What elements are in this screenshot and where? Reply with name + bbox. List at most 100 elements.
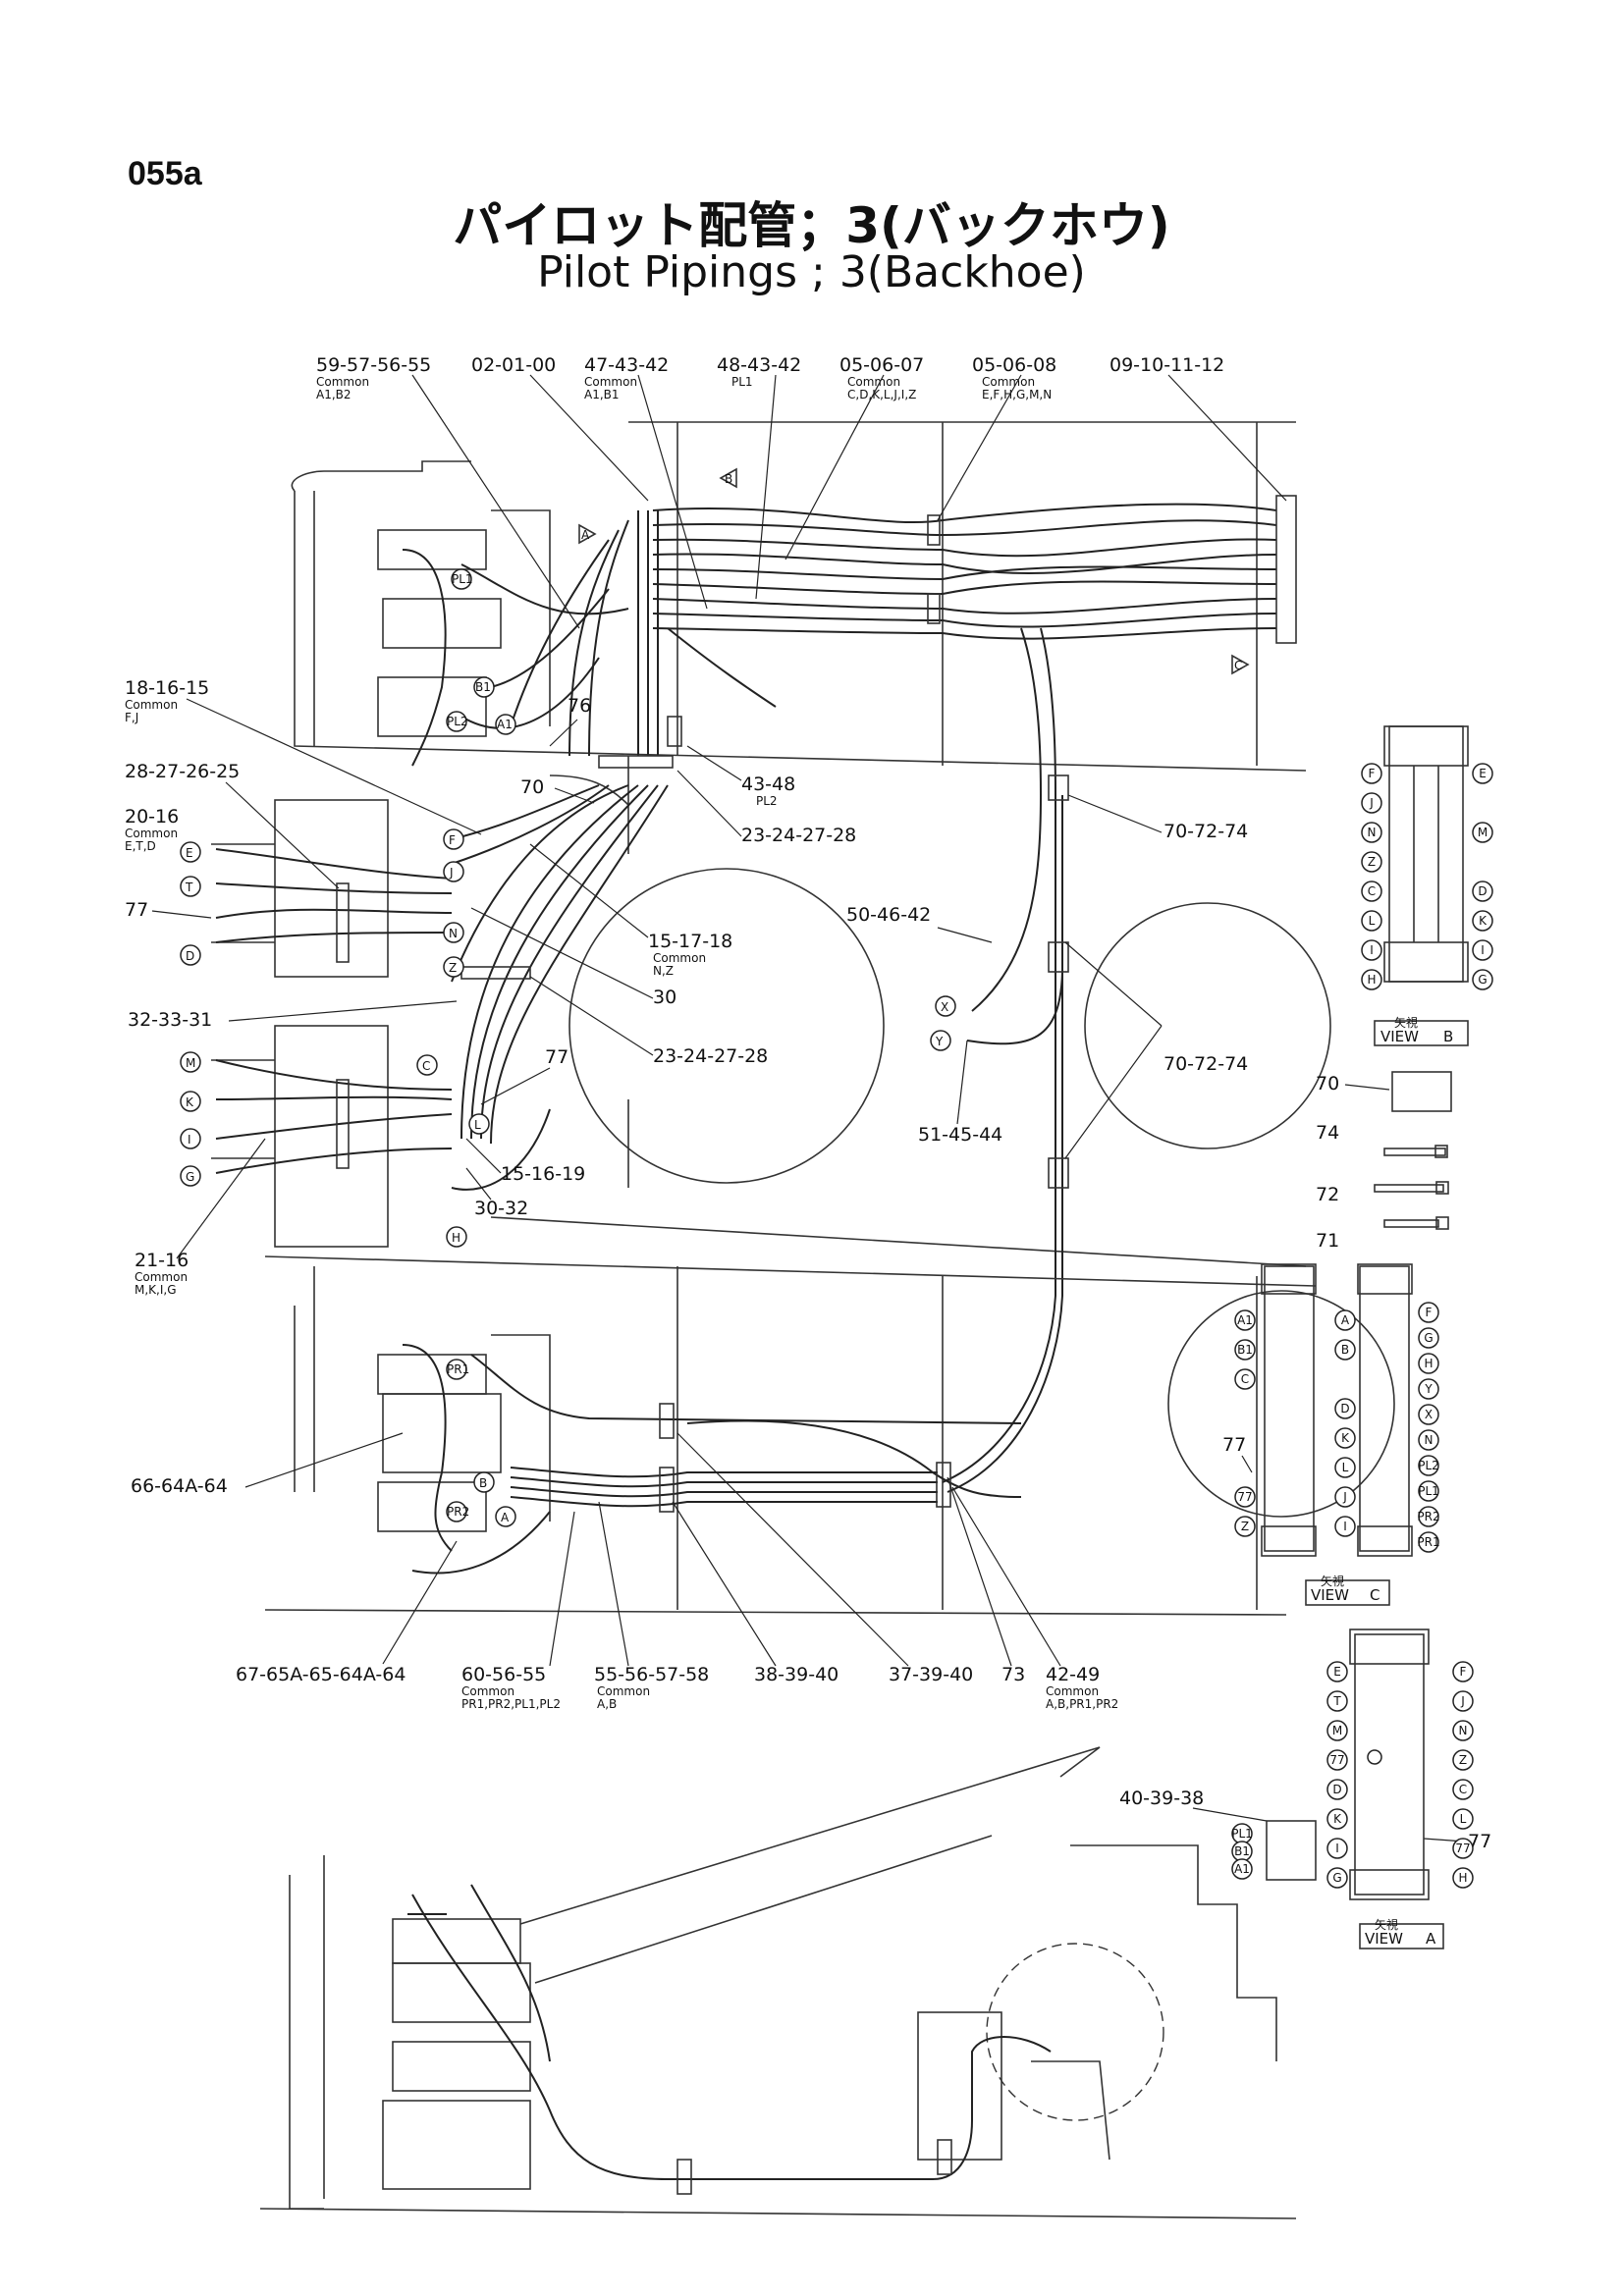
view-a-left-port-label-2: M: [1332, 1724, 1342, 1737]
view-b-panel: [1383, 725, 1469, 983]
title-english: Pilot Pipings ; 3(Backhoe): [537, 247, 1086, 297]
port-pl2-top: PL2: [447, 715, 468, 728]
svg-text:Common: Common: [316, 375, 369, 389]
view-a-letter: A: [1426, 1930, 1436, 1948]
view-c-right2-port-marker-0: [1418, 1302, 1439, 1323]
view-c-right2-port-label-1: G: [1424, 1331, 1433, 1345]
view-a-right-port-label-2: N: [1459, 1724, 1468, 1737]
callout-23-24-27-28-a: 23-24-27-28: [741, 825, 856, 846]
view-b-right-port-marker-4: [1472, 881, 1493, 902]
view-a-right-port-marker-6: [1452, 1838, 1474, 1859]
pipe-bundle-top: [652, 503, 1277, 640]
view-b-left-port-label-2: N: [1368, 826, 1377, 839]
view-b-left-port-marker-5: [1361, 910, 1382, 932]
callout-05-06-07: 05-06-07: [839, 354, 924, 376]
view-c-right2-port-marker-3: [1418, 1378, 1439, 1400]
view-c-label: VIEW: [1311, 1586, 1349, 1604]
svg-text:A1,B2: A1,B2: [316, 388, 352, 401]
callout-37-39-40: 37-39-40: [889, 1664, 973, 1685]
middle-callouts: 18-16-15 Common F,J 28-27-26-25 20-16 Co…: [125, 677, 1248, 1297]
view-c-right2-port-marker-5: [1418, 1429, 1439, 1451]
view-a-right-port-label-0: F: [1460, 1665, 1467, 1679]
callout-77-a: 77: [125, 899, 148, 921]
view-c-right2-port-label-2: H: [1424, 1357, 1433, 1370]
callout-48-43-42: 48-43-42: [717, 354, 801, 376]
svg-text:A,B,PR1,PR2: A,B,PR1,PR2: [1046, 1697, 1118, 1711]
view-c-left-port-label-0: A1: [1237, 1313, 1253, 1327]
view-b-left-port-marker-3: [1361, 851, 1382, 873]
view-c-left-port-marker-6: [1234, 1486, 1256, 1508]
view-c-left-port-label-1: B1: [1237, 1343, 1253, 1357]
callout-32-33-31: 32-33-31: [128, 1009, 212, 1031]
port-a-lower: A: [501, 1511, 510, 1524]
block-40-39-38: [1266, 1820, 1317, 1881]
svg-text:Common: Common: [584, 375, 637, 389]
view-b-left-port-marker-4: [1361, 881, 1382, 902]
callout-02-01-00: 02-01-00: [471, 354, 556, 376]
parts-legend: 70 74 72 71: [1316, 1071, 1452, 1252]
view-c-right-port-marker-6: [1334, 1486, 1356, 1508]
view-a-right-port-label-6: 77: [1455, 1842, 1470, 1855]
view-c-right-port-label-6: J: [1342, 1490, 1347, 1504]
view-b-left-port-marker-2: [1361, 822, 1382, 843]
view-c-right-port-marker-1: [1334, 1339, 1356, 1361]
view-a-left-port-label-4: D: [1332, 1783, 1341, 1796]
view-c-panel: [1167, 1263, 1413, 1557]
view-c-right2-port-marker-4: [1418, 1404, 1439, 1425]
view-a-right-port-label-1: J: [1460, 1694, 1465, 1708]
svg-text:PL2: PL2: [756, 794, 778, 808]
callout-67-65A-65-64A-64: 67-65A-65-64A-64: [236, 1664, 406, 1685]
callout-76: 76: [568, 695, 591, 717]
view-a-right-port-marker-1: [1452, 1690, 1474, 1712]
view-b-left-port-marker-1: [1361, 792, 1382, 814]
callout-59-57-56-55: 59-57-56-55: [316, 354, 431, 376]
part-71-label: 71: [1316, 1230, 1339, 1252]
view-a-left-port-marker-2: [1326, 1720, 1348, 1741]
view-a-right-port-marker-0: [1452, 1661, 1474, 1682]
port-y-swing: Y: [935, 1035, 944, 1048]
view-c-right-port-label-7: I: [1343, 1520, 1347, 1533]
left-port-markers: E T D F J N Z M K I G C L H: [180, 828, 490, 1248]
port-k-left: K: [186, 1095, 194, 1109]
callout-60-56-55: 60-56-55: [461, 1664, 546, 1685]
port-e-left: E: [186, 846, 193, 860]
svg-text:A,B: A,B: [597, 1697, 617, 1711]
callout-30-a: 30: [653, 987, 676, 1008]
view-b-label: VIEW: [1380, 1028, 1419, 1045]
callout-55-56-57-58: 55-56-57-58: [594, 1664, 709, 1685]
view-b-right-port-label-5: K: [1479, 914, 1488, 928]
view-a-right-port-marker-2: [1452, 1720, 1474, 1741]
callout-77-d: 77: [1468, 1831, 1491, 1852]
view-c-right-port-label-0: A: [1341, 1313, 1350, 1327]
arrow-c-label: C: [1234, 659, 1242, 672]
view-a-right-port-label-5: L: [1460, 1812, 1467, 1826]
view-a-left-port-marker-7: [1326, 1867, 1348, 1889]
callout-30-32: 30-32: [474, 1198, 528, 1219]
view-c-right2-port-marker-1: [1418, 1327, 1439, 1349]
lower-port-markers: PR1 B PR2 A: [446, 1359, 516, 1527]
view-b-right-port-marker-0: [1472, 763, 1493, 784]
view-b-right-port-marker-5: [1472, 910, 1493, 932]
callout-09-10-11-12: 09-10-11-12: [1109, 354, 1224, 376]
view-a-left-port-label-1: T: [1332, 1694, 1341, 1708]
view-c-left-port-marker-1: [1234, 1339, 1256, 1361]
port-pr1-lower: PR1: [447, 1362, 469, 1376]
view-a-right-port-marker-7: [1452, 1867, 1474, 1889]
view-a-right-port-marker-4: [1452, 1779, 1474, 1800]
block-40-port-label-2: A1: [1234, 1862, 1250, 1876]
view-c-right2-port-marker-2: [1418, 1353, 1439, 1374]
view-b-left-port-label-3: Z: [1368, 855, 1376, 869]
port-b-lower: B: [479, 1476, 487, 1490]
svg-text:C,D,K,L,J,I,Z: C,D,K,L,J,I,Z: [847, 388, 916, 401]
view-a-right-port-marker-3: [1452, 1749, 1474, 1771]
view-a-left-port-marker-3: [1326, 1749, 1348, 1771]
svg-text:Common: Common: [847, 375, 900, 389]
port-l-left: L: [474, 1118, 481, 1132]
port-t-left: T: [185, 881, 193, 894]
part-70-label: 70: [1316, 1073, 1339, 1095]
callout-05-06-08: 05-06-08: [972, 354, 1056, 376]
view-a-left-port-marker-1: [1326, 1690, 1348, 1712]
view-a-right-port-label-4: C: [1459, 1783, 1467, 1796]
